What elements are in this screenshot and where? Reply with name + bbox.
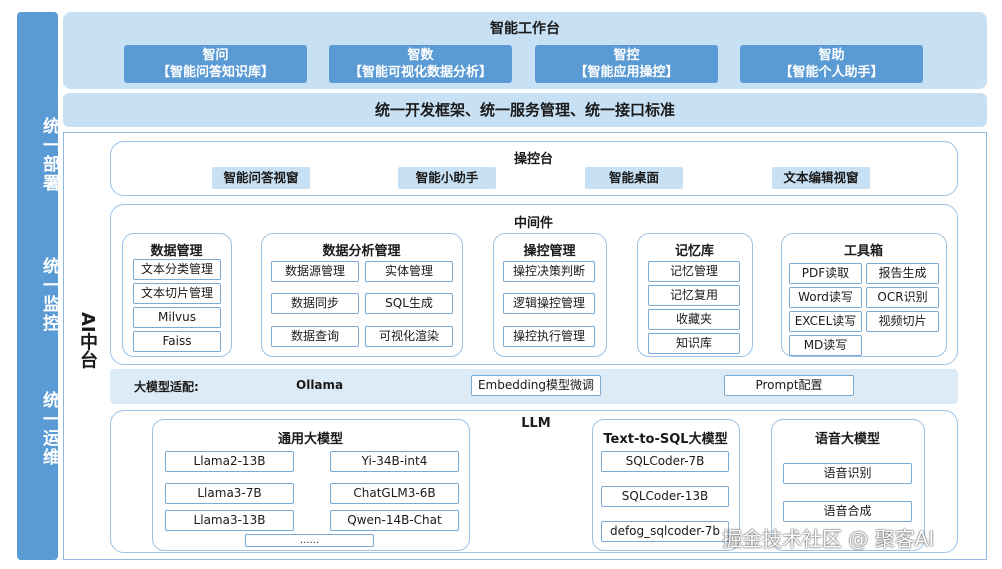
workbench-item-zhishu[interactable]: 智数 【智能可视化数据分析】	[329, 45, 512, 83]
chip-qwen-14b[interactable]: Qwen-14B-Chat	[330, 510, 459, 531]
voice-llm-title: 语音大模型	[814, 432, 880, 447]
text2sql-llm-group: Text-to-SQL大模型 SQLCoder-7B SQLCoder-13B …	[592, 419, 740, 551]
ollama-label: Ollama	[296, 378, 344, 392]
control-management-group: 操控管理 操控决策判断 逻辑操控管理 操控执行管理	[493, 233, 607, 357]
model-adaptation-band: 大模型适配: Ollama Embedding模型微调 Prompt配置	[110, 369, 958, 404]
chip-memory-manage[interactable]: 记忆管理	[648, 261, 740, 282]
chip-faiss[interactable]: Faiss	[133, 331, 221, 352]
item-subtitle: 【智能可视化数据分析】	[348, 65, 492, 80]
toolbox-title: 工具箱	[843, 244, 883, 259]
workbench-band: 智能工作台 智问 【智能问答知识库】 智数 【智能可视化数据分析】 智控 【智能…	[63, 12, 987, 89]
chip-text-slice[interactable]: 文本切片管理	[133, 283, 221, 304]
memory-title: 记忆库	[674, 244, 714, 259]
chip-pdf-read[interactable]: PDF读取	[789, 263, 862, 284]
chip-video-slice[interactable]: 视频切片	[866, 311, 939, 332]
workbench-item-zhikong[interactable]: 智控 【智能应用操控】	[535, 45, 718, 83]
chip-sqlcoder-13b[interactable]: SQLCoder-13B	[601, 486, 729, 507]
workbench-title: 智能工作台	[490, 21, 560, 37]
chip-speech-recognition[interactable]: 语音识别	[783, 463, 912, 484]
unified-monitor-label: 统一监控	[39, 257, 59, 333]
chip-word-rw[interactable]: Word读写	[789, 287, 862, 308]
unified-standards-band: 统一开发框架、统一服务管理、统一接口标准	[63, 93, 987, 127]
chip-data-sync[interactable]: 数据同步	[271, 293, 359, 314]
chip-ocr[interactable]: OCR识别	[866, 287, 939, 308]
chip-sql-gen[interactable]: SQL生成	[365, 293, 453, 314]
chip-llama3-13b[interactable]: Llama3-13B	[165, 510, 294, 531]
chip-report-gen[interactable]: 报告生成	[866, 263, 939, 284]
chip-sqlcoder-7b[interactable]: SQLCoder-7B	[601, 451, 729, 472]
memory-group: 记忆库 记忆管理 记忆复用 收藏夹 知识库	[637, 233, 753, 357]
chip-llama2-13b[interactable]: Llama2-13B	[165, 451, 294, 472]
data-management-title: 数据管理	[150, 244, 203, 259]
chip-control-decision[interactable]: 操控决策判断	[503, 261, 595, 282]
chip-control-exec[interactable]: 操控执行管理	[503, 326, 595, 347]
workbench-item-zhizhu[interactable]: 智助 【智能个人助手】	[740, 45, 923, 83]
chip-favorites[interactable]: 收藏夹	[648, 309, 740, 330]
chip-prompt-config[interactable]: Prompt配置	[724, 375, 854, 396]
item-subtitle: 【智能问答知识库】	[156, 65, 274, 80]
adaptation-label: 大模型适配:	[134, 380, 199, 394]
item-subtitle: 【智能应用操控】	[574, 65, 679, 80]
chip-text-classify[interactable]: 文本分类管理	[133, 259, 221, 280]
console-panel: 操控台 智能问答视窗 智能小助手 智能桌面 文本编辑视窗	[110, 141, 958, 196]
chip-milvus[interactable]: Milvus	[133, 307, 221, 328]
chip-more-models[interactable]: ......	[245, 534, 374, 547]
chip-speech-synthesis[interactable]: 语音合成	[783, 501, 912, 522]
item-title: 智助	[818, 48, 845, 63]
chip-memory-reuse[interactable]: 记忆复用	[648, 285, 740, 306]
toolbox-group: 工具箱 PDF读取 报告生成 Word读写 OCR识别 EXCEL读写 视频切片…	[781, 233, 947, 357]
chip-yi-34b[interactable]: Yi-34B-int4	[330, 451, 459, 472]
chip-logic-control[interactable]: 逻辑操控管理	[503, 293, 595, 314]
workbench-item-zhiwen[interactable]: 智问 【智能问答知识库】	[124, 45, 307, 83]
console-item-qa-window[interactable]: 智能问答视窗	[212, 167, 310, 189]
unified-ops-label: 统一运维	[39, 391, 59, 467]
data-management-group: 数据管理 文本分类管理 文本切片管理 Milvus Faiss	[122, 233, 232, 357]
voice-llm-group: 语音大模型 语音识别 语音合成	[771, 419, 925, 551]
chip-data-query[interactable]: 数据查询	[271, 326, 359, 347]
middleware-title: 中间件	[513, 216, 553, 231]
console-item-text-editor[interactable]: 文本编辑视窗	[772, 167, 870, 189]
chip-entity[interactable]: 实体管理	[365, 261, 453, 282]
data-analysis-title: 数据分析管理	[322, 244, 401, 259]
general-llm-group: 通用大模型 Llama2-13B Yi-34B-int4 Llama3-7B C…	[152, 419, 470, 551]
item-subtitle: 【智能个人助手】	[779, 65, 884, 80]
item-title: 智问	[202, 48, 229, 63]
chip-chatglm3-6b[interactable]: ChatGLM3-6B	[330, 483, 459, 504]
item-title: 智数	[407, 48, 434, 63]
chip-md-rw[interactable]: MD读写	[789, 335, 862, 356]
chip-embedding-tuning[interactable]: Embedding模型微调	[471, 375, 601, 396]
item-title: 智控	[613, 48, 640, 63]
left-sidebar: 统一部署 统一监控 统一运维	[17, 12, 59, 560]
console-title: 操控台	[513, 152, 553, 167]
chip-knowledge-base[interactable]: 知识库	[648, 333, 740, 354]
llm-title: LLM	[521, 416, 551, 431]
text2sql-llm-title: Text-to-SQL大模型	[603, 432, 728, 447]
ai-platform-label: AI中台	[77, 311, 98, 369]
chip-excel-rw[interactable]: EXCEL读写	[789, 311, 862, 332]
control-management-title: 操控管理	[523, 244, 576, 259]
general-llm-title: 通用大模型	[277, 432, 343, 447]
llm-panel: LLM 通用大模型 Llama2-13B Yi-34B-int4 Llama3-…	[110, 410, 958, 553]
unified-deploy-label: 统一部署	[39, 117, 59, 193]
chip-visual-render[interactable]: 可视化渲染	[365, 326, 453, 347]
data-analysis-group: 数据分析管理 数据源管理 实体管理 数据同步 SQL生成 数据查询 可视化渲染	[261, 233, 463, 357]
chip-defog-sqlcoder[interactable]: defog_sqlcoder-7b	[601, 521, 729, 542]
chip-llama3-7b[interactable]: Llama3-7B	[165, 483, 294, 504]
chip-datasource[interactable]: 数据源管理	[271, 261, 359, 282]
console-item-assistant[interactable]: 智能小助手	[398, 167, 496, 189]
middleware-panel: 中间件 数据管理 文本分类管理 文本切片管理 Milvus Faiss 数据分析…	[110, 204, 958, 365]
watermark-text: 掘金技术社区 @ 聚客AI	[722, 527, 935, 551]
console-item-desktop[interactable]: 智能桌面	[585, 167, 683, 189]
